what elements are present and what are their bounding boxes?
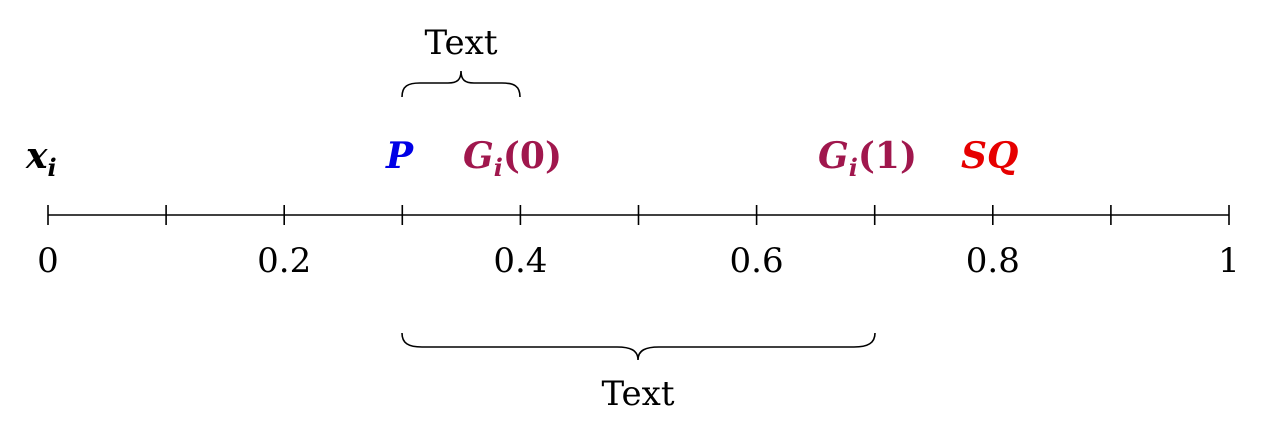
point-label-p: P: [385, 135, 414, 177]
g0-argument: (0): [503, 135, 562, 177]
axis-tick-label-4: 0.8: [966, 241, 1020, 281]
bottom-brace: [401, 332, 876, 361]
g1-base: G: [818, 135, 849, 177]
axis-tick-labels: 0 0.2 0.4 0.6 0.8 1: [37, 241, 1240, 281]
bottom-brace-label: Text: [602, 374, 675, 414]
top-brace-label: Text: [425, 23, 498, 63]
axis-tick-label-3: 0.6: [730, 241, 784, 281]
point-label-g-i-0: Gi(0): [463, 135, 562, 182]
axis-ticks: [47, 205, 1230, 225]
g0-subscript: i: [494, 153, 503, 182]
axis-tick-label-1: 0.2: [257, 241, 311, 281]
axis-tick-label-0: 0: [37, 241, 59, 281]
point-label-g-i-1: Gi(1): [818, 135, 917, 182]
axis-tick-label-5: 1: [1218, 241, 1240, 281]
row-label-subscript: i: [47, 153, 56, 182]
row-label-base: x: [25, 135, 48, 177]
axis-tick-label-2: 0.4: [493, 241, 547, 281]
point-label-sq: SQ: [961, 135, 1018, 177]
top-brace: [401, 70, 521, 98]
g1-subscript: i: [849, 153, 858, 182]
g0-base: G: [463, 135, 494, 177]
g1-argument: (1): [858, 135, 917, 177]
row-label-x-i: xi: [25, 135, 57, 182]
